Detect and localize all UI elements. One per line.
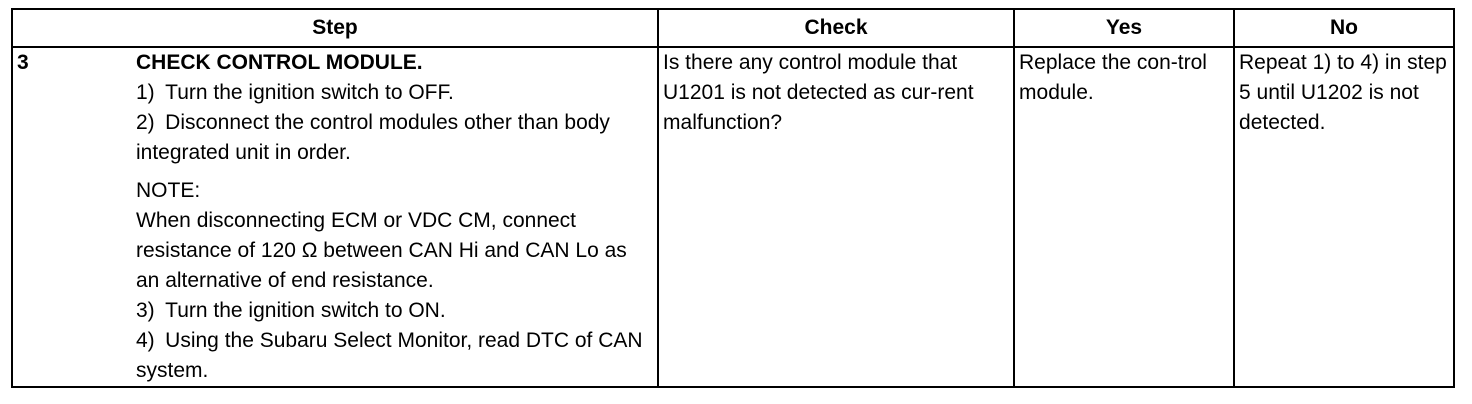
no-text: Repeat 1) to 4) in step 5 until U1202 is…	[1239, 51, 1447, 134]
diagnostic-table: Step Check Yes No 3 CHECK CONTROL MODULE…	[10, 8, 1456, 388]
yes-cell: Replace the con-trol module.	[1013, 46, 1236, 388]
header-yes: Yes	[1013, 8, 1236, 48]
note-label: NOTE:	[136, 179, 201, 202]
header-no: No	[1233, 8, 1456, 48]
header-check: Check	[657, 8, 1016, 48]
step-item-3: 3) Turn the ignition switch to ON.	[136, 299, 446, 322]
header-step: Step	[10, 8, 660, 48]
header-row: Step Check Yes No	[10, 8, 1456, 48]
step-number-cell: 3	[11, 46, 132, 388]
check-text: Is there any control module that U1201 i…	[663, 51, 974, 134]
no-cell: Repeat 1) to 4) in step 5 until U1202 is…	[1233, 46, 1456, 388]
step-item-1: 1) Turn the ignition switch to OFF.	[136, 81, 454, 104]
yes-text: Replace the con-trol module.	[1019, 51, 1207, 104]
step-item-4: 4) Using the Subaru Select Monitor, read…	[136, 329, 643, 382]
step-number: 3	[17, 51, 29, 74]
check-cell: Is there any control module that U1201 i…	[657, 46, 1016, 388]
step-item-2: 2) Disconnect the control modules other …	[136, 111, 610, 164]
table-row: 3 CHECK CONTROL MODULE. 1) Turn the igni…	[11, 46, 1456, 388]
note-text: When disconnecting ECM or VDC CM, connec…	[136, 209, 627, 292]
diagnostic-table-wrapper: Step Check Yes No 3 CHECK CONTROL MODULE…	[10, 8, 1456, 388]
step-content-cell: CHECK CONTROL MODULE. 1) Turn the igniti…	[132, 46, 660, 388]
step-title: CHECK CONTROL MODULE.	[136, 51, 423, 74]
